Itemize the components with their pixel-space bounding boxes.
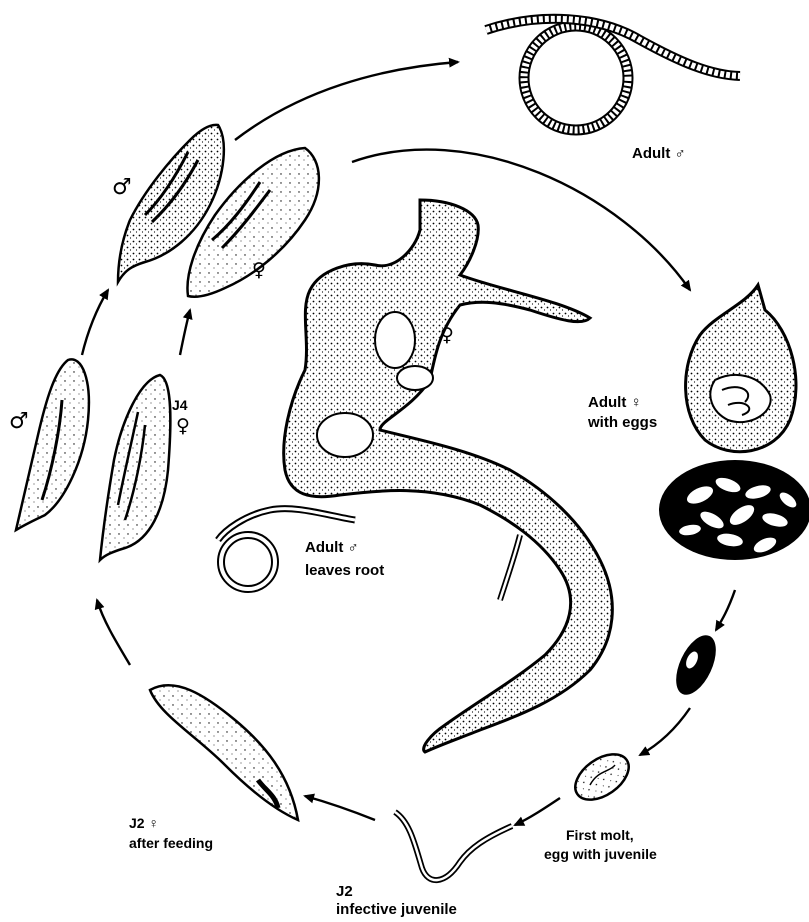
arrow-to-first-molt-egg: [716, 590, 735, 630]
arrow-to-j4: [97, 600, 130, 665]
symbol-female-j4: ♀: [176, 416, 190, 437]
arrow-to-j2-infective: [515, 798, 560, 825]
adult-male-worm: [486, 19, 740, 130]
arrow-to-adult-male: [235, 62, 458, 140]
symbol-male-upper: ♂: [112, 176, 132, 200]
label-adult-female-eggs-1: Adult ♀: [588, 395, 642, 412]
egg-mass: [659, 460, 809, 560]
dark-egg: [668, 629, 724, 701]
root-exit-male-circle: [221, 535, 275, 589]
male-juvenile-left: [16, 359, 89, 530]
label-j2-infective-2: infective juvenile: [336, 902, 457, 919]
egg-with-juvenile: [567, 745, 637, 809]
arrow-j4-to-female: [180, 310, 190, 355]
label-j2-after-feeding-1: J2 ♀: [129, 816, 159, 831]
label-adult-male-leaves-2: leaves root: [305, 563, 384, 580]
label-first-molt-1: First molt,: [566, 828, 634, 843]
j4-female: [100, 375, 170, 560]
label-adult-female-eggs-2: with eggs: [588, 415, 657, 432]
symbol-male-left: ♂: [9, 410, 29, 434]
label-first-molt-2: egg with juvenile: [544, 847, 657, 862]
arrow-to-j2-feeding: [305, 796, 375, 820]
adult-female-with-eggs: [686, 285, 796, 452]
arrow-to-egg-juvenile: [640, 708, 690, 755]
central-root: [218, 200, 612, 752]
label-adult-male-leaves-1: Adult ♂: [305, 540, 359, 557]
j2-female-after-feeding: [150, 685, 298, 820]
label-adult-male: Adult ♂: [632, 146, 686, 163]
arrow-to-male-juv: [82, 290, 108, 355]
symbol-female-upper: ♀: [252, 260, 266, 281]
label-j2-infective-1: J2: [336, 884, 353, 901]
label-j4: J4: [172, 398, 188, 413]
j2-infective-juvenile: [395, 812, 512, 880]
label-j2-after-feeding-2: after feeding: [129, 836, 213, 851]
symbol-female-root: ♀: [440, 325, 454, 346]
